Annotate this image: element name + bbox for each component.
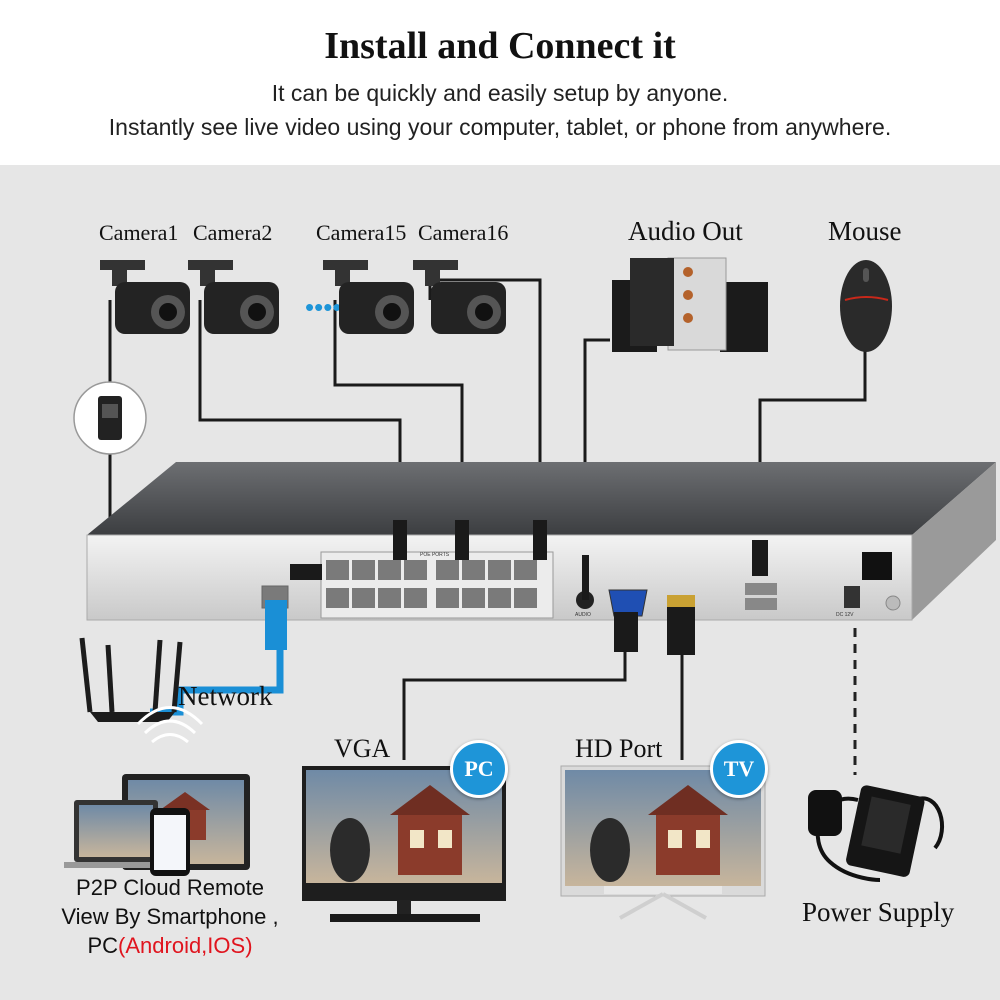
rj45-connector-icon [73,381,147,455]
tv-badge: TV [710,740,768,798]
mouse-label: Mouse [828,216,902,246]
dc-port-label: DC 12V [836,612,854,618]
camera16-label: Camera16 [418,220,509,245]
tv-monitor [560,765,766,920]
pc-badge: PC [450,740,508,798]
nvr-recorder [86,462,996,621]
camera2-icon [188,260,279,334]
power-adapter-icon [808,785,945,882]
speaker-icon [612,257,768,352]
camera1-label: Camera1 [99,220,179,245]
wifi-icon [136,706,204,744]
p2p-pc-text: PC [87,933,119,958]
vga-label: VGA [334,734,391,763]
audio-out-label: Audio Out [628,216,743,246]
camera1-icon [100,260,190,334]
devices-group-icon [64,774,250,876]
header-panel [0,0,1000,165]
network-plug [265,600,287,650]
page-title: Install and Connect it [324,25,676,67]
camera15-icon [323,260,414,334]
power-supply-label: Power Supply [802,897,955,927]
subtitle-line-1: It can be quickly and easily setup by an… [271,80,729,106]
camera2-label: Camera2 [193,220,273,245]
camera15-label: Camera15 [316,220,407,245]
cable-plugs [290,520,768,655]
poe-ports-label: POE PORTS [420,552,450,558]
p2p-os-highlight: (Android,IOS) [118,933,253,958]
p2p-line-2: View By Smartphone , [61,904,279,929]
audio-port-label: AUDIO [575,612,591,618]
hd-port-label: HD Port [575,734,663,763]
p2p-line-1: P2P Cloud Remote [76,875,264,900]
mouse-icon [840,260,892,352]
network-label: Network [178,681,273,711]
p2p-line-3: PC(Android,IOS) [40,933,300,959]
router-icon [79,637,183,722]
subtitle-line-2: Instantly see live video using your comp… [108,114,892,140]
camera16-icon [413,260,506,334]
